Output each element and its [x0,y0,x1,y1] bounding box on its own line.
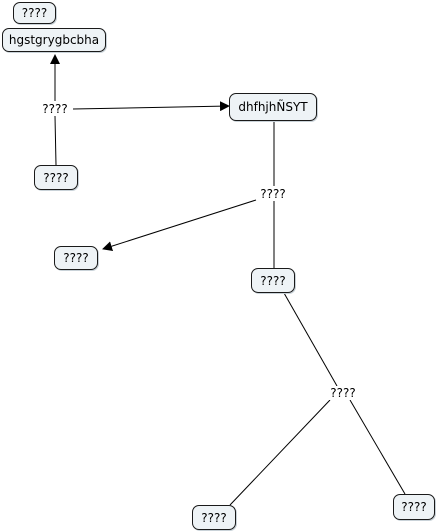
node-left-lower[interactable]: ???? [54,246,98,270]
link-label-upper: ???? [40,102,70,116]
node-top-unknown[interactable]: ???? [13,2,56,24]
node-bottom-right[interactable]: ???? [393,494,435,520]
link-label-lower: ???? [328,386,358,400]
edge-lower-link-to-bottom-left [229,399,331,506]
edge-middle-link-to-left-lower [102,199,257,252]
node-bottom-left[interactable]: ???? [192,505,236,530]
edge-lower-link-to-bottom-right [349,399,406,495]
node-hgstgrygbcbha[interactable]: hgstgrygbcbha [2,28,106,52]
node-dhfhjh[interactable]: dhfhjhÑSYT [229,93,317,121]
edge-upper-link-to-dhfhjh [72,101,230,112]
edge-center-mid-to-lower-link [283,292,338,387]
node-left-mid[interactable]: ???? [34,165,78,190]
link-label-middle: ???? [258,187,288,201]
node-center-mid[interactable]: ???? [251,268,295,293]
edge-left-mid-to-upper-link [54,115,57,166]
